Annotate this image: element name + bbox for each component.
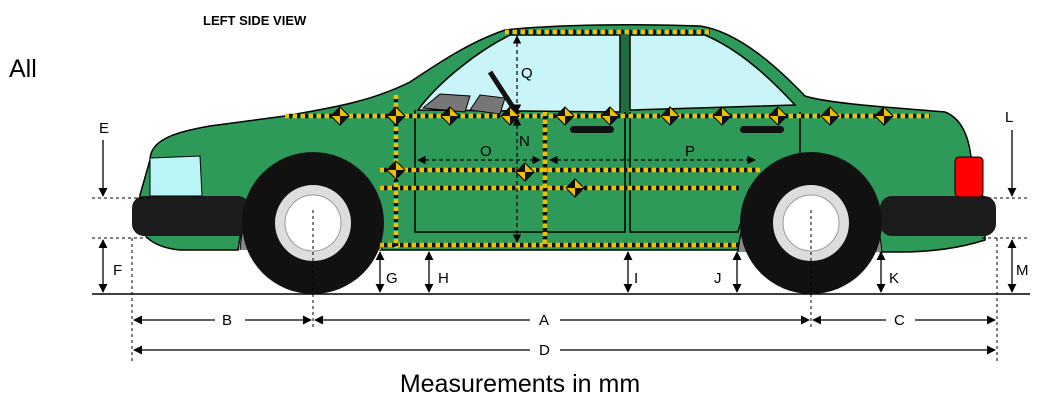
- label-f: F: [113, 262, 122, 279]
- label-q: Q: [521, 65, 533, 82]
- label-b: B: [222, 312, 232, 329]
- label-h: H: [438, 270, 449, 287]
- label-c: C: [894, 312, 905, 329]
- internal-dimensions: [417, 35, 756, 243]
- vertical-dimensions: [98, 130, 1017, 293]
- door-handle-icon: [570, 126, 614, 133]
- front-bumper: [132, 196, 250, 236]
- label-n: N: [519, 133, 530, 150]
- target-marker-icon: [440, 106, 460, 126]
- label-k: K: [889, 270, 899, 287]
- label-a: A: [539, 312, 549, 329]
- rear-window: [629, 34, 797, 111]
- taillight: [954, 156, 984, 198]
- label-i: I: [634, 270, 638, 287]
- label-e: E: [99, 120, 109, 137]
- horizontal-dimensions: [133, 315, 996, 355]
- door-handle-icon: [740, 126, 784, 133]
- caption: Measurements in mm: [399, 370, 641, 398]
- target-markers: [330, 106, 894, 198]
- label-g: G: [386, 270, 398, 287]
- target-marker-icon: [386, 106, 406, 126]
- target-marker-icon: [768, 106, 788, 126]
- target-marker-icon: [820, 106, 840, 126]
- label-o: O: [480, 143, 492, 160]
- target-marker-icon: [555, 106, 575, 126]
- target-marker-icon: [330, 106, 350, 126]
- target-marker-icon: [660, 106, 680, 126]
- rear-bumper: [880, 196, 996, 236]
- target-marker-icon: [874, 106, 894, 126]
- reference-lines: [92, 197, 1030, 362]
- target-marker-icon: [386, 160, 406, 180]
- label-p: P: [685, 143, 695, 160]
- view-title: LEFT SIDE VIEW: [203, 13, 307, 28]
- label-j: J: [714, 270, 722, 287]
- target-marker-icon: [565, 178, 585, 198]
- side-text: All: [9, 55, 37, 83]
- target-marker-icon: [712, 106, 732, 126]
- label-m: M: [1016, 262, 1029, 279]
- label-l: L: [1005, 109, 1013, 126]
- target-marker-icon: [600, 106, 620, 126]
- headlight: [149, 155, 203, 197]
- label-d: D: [539, 342, 550, 359]
